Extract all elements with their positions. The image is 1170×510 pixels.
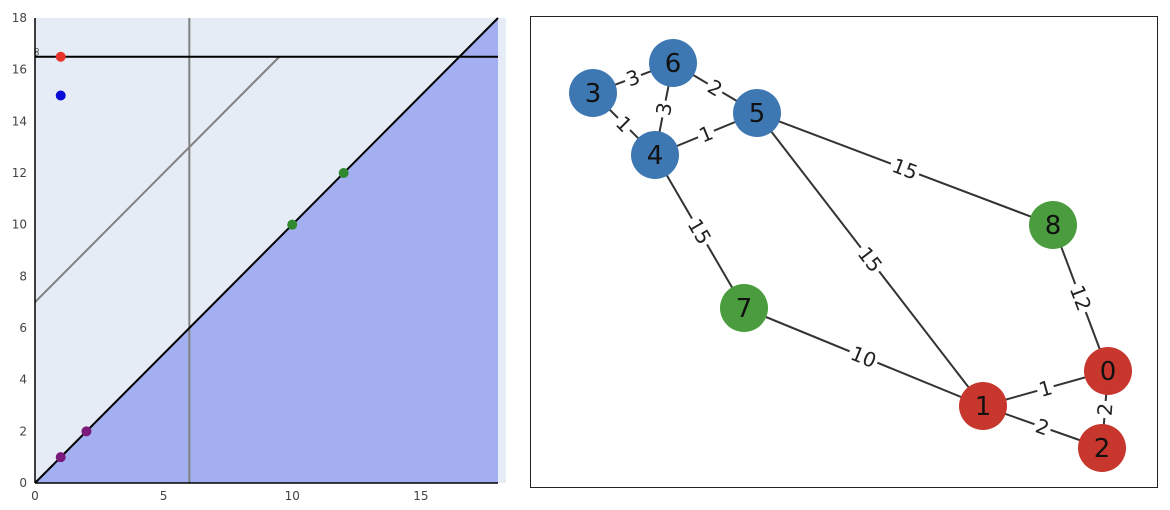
- edge-label-background: [887, 153, 923, 185]
- data-point: [338, 168, 349, 178]
- edge-label-background: [693, 120, 719, 148]
- edge-label-background: [1093, 400, 1117, 419]
- y-tick-label: 14: [12, 114, 27, 128]
- node-label: 4: [647, 141, 664, 171]
- data-point: [81, 426, 92, 437]
- edge-weight-label: 12: [1064, 280, 1097, 316]
- y-tick-label: 18: [12, 11, 27, 25]
- graph-node: [1078, 424, 1126, 472]
- y-tick-label: 4: [19, 373, 27, 387]
- y-tick-label: 2: [19, 424, 27, 438]
- diagonal-line: [34, 17, 499, 484]
- edge-weight-label: 3: [621, 64, 645, 92]
- edge-label-background: [682, 213, 717, 250]
- edge-weight-text: 3: [651, 100, 677, 117]
- edge-label-background: [845, 341, 882, 373]
- y-tick-label: 8: [19, 269, 27, 283]
- edge-weight-label: 2: [1093, 400, 1118, 419]
- edge-weight-label: 2: [702, 74, 728, 102]
- edge-label-background: [702, 74, 728, 102]
- edge-label-background: [1064, 280, 1097, 316]
- graph-node: [649, 39, 697, 87]
- y-tick-label: 16: [12, 63, 27, 77]
- graph-node: [569, 69, 617, 117]
- edge-label-background: [852, 240, 888, 279]
- edge-weight-text: 2: [1093, 402, 1118, 417]
- node-label: 7: [736, 294, 753, 324]
- edge-weight-label: 15: [682, 213, 717, 250]
- edge-label-background: [651, 98, 677, 120]
- node-label: 2: [1094, 434, 1111, 464]
- node-label: 8: [1045, 211, 1062, 241]
- edge-weight-label: 10: [845, 341, 882, 373]
- infinity-label: ∞: [30, 47, 44, 57]
- x-tick-label: 0: [31, 489, 39, 503]
- data-point: [55, 51, 66, 62]
- edge-weight-text: 1: [1036, 375, 1055, 402]
- graph-node: [720, 284, 768, 332]
- node-label: 5: [749, 99, 766, 129]
- edge-weight-label: 1: [1034, 375, 1057, 402]
- edge-weight-label: 1: [693, 120, 719, 148]
- graph-node: [631, 131, 679, 179]
- persistence-diagram: ∞ 0 2 4 6 8 10 12 14 16 18 0 5 10 15: [12, 11, 506, 503]
- edge-weight-label: 15: [887, 153, 923, 185]
- node-label: 6: [665, 49, 682, 79]
- y-tick-label: 6: [19, 321, 27, 335]
- edge-label-background: [621, 64, 645, 92]
- y-tick-label: 10: [12, 218, 27, 232]
- x-tick-label: 15: [413, 489, 428, 503]
- data-point: [55, 90, 66, 101]
- edge-weight-text: 15: [853, 242, 888, 277]
- diagonal-guide-line: [34, 56, 281, 303]
- data-point: [55, 452, 66, 463]
- edge-label-background: [1034, 375, 1057, 402]
- edge-weight-text: 15: [683, 214, 717, 248]
- x-tick-label: 5: [160, 489, 168, 503]
- edge-weight-label: 3: [651, 98, 677, 120]
- y-tick-label: 12: [12, 166, 27, 180]
- data-point: [287, 219, 298, 230]
- graph-node: [733, 89, 781, 137]
- x-tick-label: 10: [285, 489, 300, 503]
- edge-label-background: [610, 110, 638, 138]
- y-tick-label: 0: [19, 476, 27, 490]
- edge-weight-label: 2: [1030, 413, 1055, 441]
- graph-node: [1084, 347, 1132, 395]
- node-label: 1: [975, 392, 992, 422]
- edge-weight-label: 15: [852, 240, 888, 279]
- edge-label-background: [1030, 413, 1055, 441]
- node-label: 3: [585, 79, 602, 109]
- node-label: 0: [1100, 357, 1117, 387]
- graph-node: [1029, 201, 1077, 249]
- graph-node: [959, 382, 1007, 430]
